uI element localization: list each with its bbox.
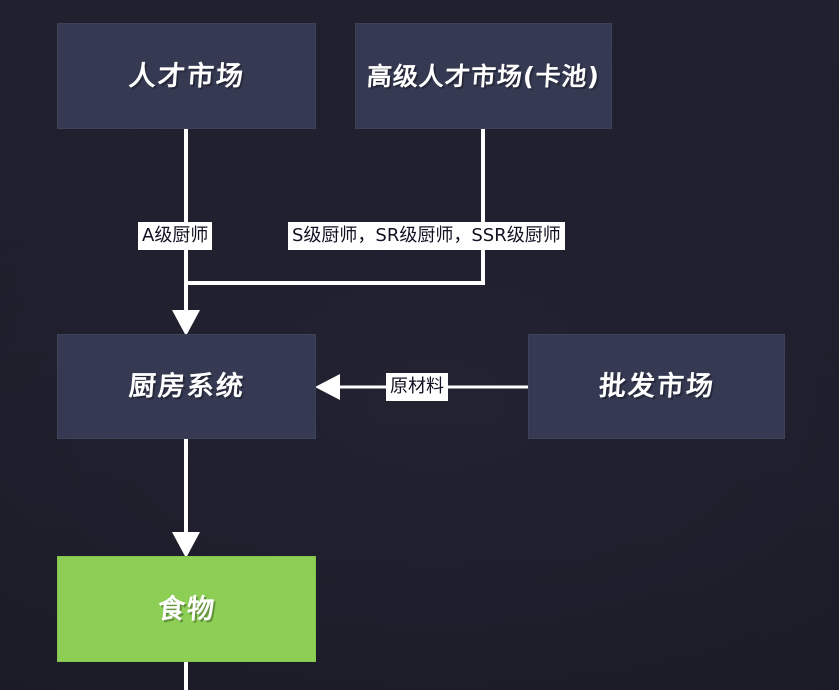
node-food[interactable]: 食物 xyxy=(57,556,316,662)
node-food-label: 食物 xyxy=(156,593,217,625)
edge-label-wholesale-to-kitchen: 原材料 xyxy=(386,373,448,401)
node-wholesale-market-label: 批发市场 xyxy=(597,371,716,402)
arrowhead-into-kitchen-right xyxy=(315,374,340,400)
node-kitchen-system-label: 厨房系统 xyxy=(127,371,246,402)
node-kitchen-system[interactable]: 厨房系统 xyxy=(57,334,316,439)
node-talent-market-label: 人才市场 xyxy=(127,60,246,92)
node-premium-talent-market[interactable]: 高级人才市场(卡池) xyxy=(355,23,612,129)
node-wholesale-market[interactable]: 批发市场 xyxy=(528,334,785,439)
arrowhead-into-food xyxy=(172,532,200,558)
node-talent-market[interactable]: 人才市场 xyxy=(57,23,316,129)
edge-label-talent-to-kitchen: A级厨师 xyxy=(138,222,213,250)
arrowhead-into-kitchen-top xyxy=(172,310,200,336)
edge-premium-to-kitchen xyxy=(186,129,485,285)
edge-label-premium-to-kitchen: S级厨师，SR级厨师，SSR级厨师 xyxy=(288,222,565,250)
node-premium-talent-market-label: 高级人才市场(卡池) xyxy=(366,61,601,91)
